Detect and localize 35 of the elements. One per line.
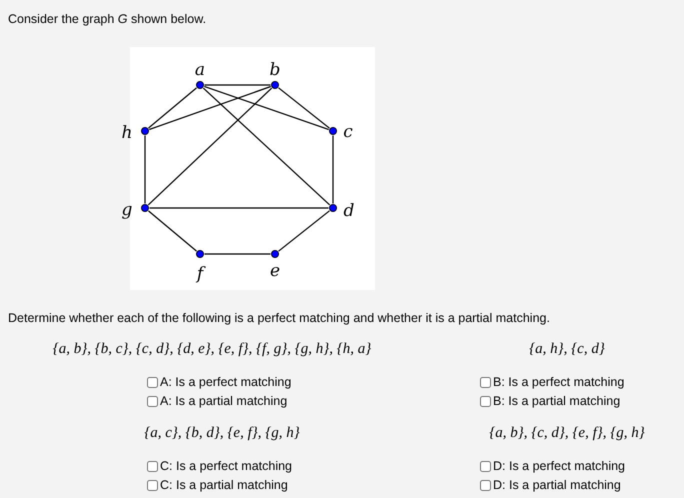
graph-edge (148, 87, 197, 129)
option-label: C: Is a perfect matching (160, 459, 292, 473)
graph-edge (278, 210, 330, 252)
option-label: B: Is a partial matching (493, 394, 620, 408)
graph-edge (332, 136, 334, 204)
vertex-label: a (194, 60, 206, 80)
matching-set: {a, b}, {c, d}, {e, f}, {g, h} (489, 425, 645, 442)
graph-edge (202, 88, 330, 206)
matching-set: {a, h}, {c, d} (529, 341, 605, 358)
graph-edge (148, 210, 197, 252)
vertex-label: g (122, 200, 132, 220)
graph-edge (144, 136, 146, 204)
option-label: D: Is a perfect matching (493, 459, 626, 473)
graph-edge (204, 84, 270, 86)
instruction-text: Determine whether each of the following is a perfect matching and whether it is a partial matching. (8, 311, 550, 325)
matching-set: {a, b}, {b, c}, {c, d}, {d, e}, {e, f}, {f, g}, {g, h}, {h, a} (52, 341, 372, 358)
option-label: D: Is a partial matching (493, 478, 621, 492)
instruction-text: Consider the graph G shown below. (8, 12, 206, 26)
vertex-label: e (270, 261, 280, 281)
matching-set: {a, c}, {b, d}, {e, f}, {g, h} (144, 425, 300, 442)
option-label: A: Is a partial matching (160, 394, 288, 408)
graph-edge (150, 207, 328, 209)
option-label: C: Is a partial matching (160, 478, 288, 492)
graph-edge (149, 86, 271, 130)
vertex-label: h (122, 123, 132, 143)
graph-edge (204, 253, 270, 255)
vertex-label: d (344, 201, 354, 221)
vertex-label: c (343, 122, 353, 142)
vertex-label: f (196, 264, 204, 284)
graph-edge (278, 87, 330, 129)
vertex-label: b (270, 60, 280, 80)
graph-edge (204, 86, 329, 130)
option-label: A: Is a perfect matching (160, 375, 292, 389)
option-label: B: Is a perfect matching (493, 375, 624, 389)
graph-edge (148, 88, 272, 206)
